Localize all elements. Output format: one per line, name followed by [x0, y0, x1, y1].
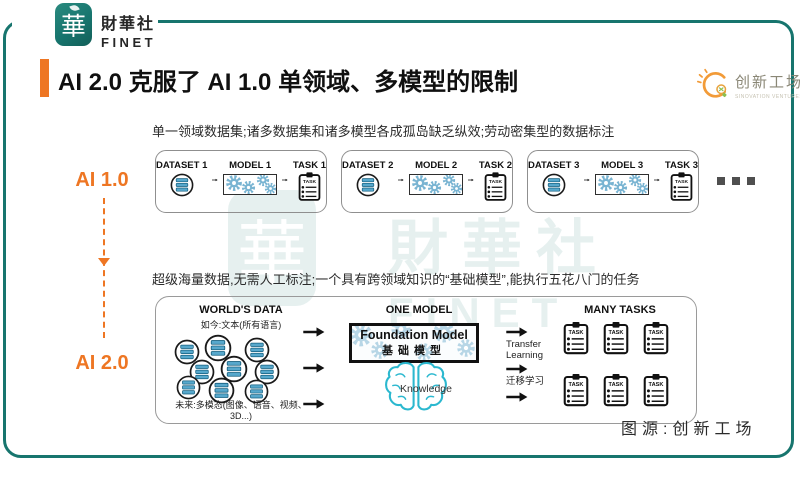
- brand-name-cn: 財華社: [101, 16, 156, 33]
- task-label: TASK 2: [478, 160, 512, 171]
- title-accent-bar: [40, 59, 49, 97]
- arrow-right-icon: [584, 176, 590, 184]
- worlds-data-title: WORLD'S DATA: [199, 304, 283, 316]
- model-label: MODEL 1: [229, 160, 272, 171]
- arrow-right-icon: [506, 364, 528, 374]
- ai20-label: AI 2.0: [75, 352, 129, 374]
- task-clipboard-icon: [563, 321, 589, 355]
- foundation-model-box: Foundation Model 基础模型: [349, 323, 479, 363]
- ai20-diagram-box: WORLD'S DATA 如今:文本(所有语言) 未来:多模态(图像、语音、视频…: [155, 296, 697, 424]
- dataset-label: DATASET 3: [528, 160, 580, 171]
- task-label: TASK 3: [664, 160, 698, 171]
- arrow-right-icon: [303, 399, 325, 409]
- task-label: TASK 1: [292, 160, 326, 171]
- task-clipboard-icon: [484, 172, 507, 201]
- worlds-data-now-text: 如今:文本(所有语言): [200, 320, 282, 330]
- database-icon: [542, 173, 566, 197]
- page-title: AI 2.0 克服了 AI 1.0 单领域、多模型的限制: [58, 69, 519, 96]
- partner-name-en: SINOVATION VENTURES: [735, 93, 800, 100]
- task-clipboard-icon: [643, 373, 669, 407]
- pipeline-box-3: DATASET 3 MODEL 3 TASK 3: [527, 150, 699, 213]
- dataset-label: DATASET 2: [342, 160, 394, 171]
- arrow-right-icon: [654, 176, 660, 184]
- many-tasks-title: MANY TASKS: [584, 304, 656, 316]
- arrow-right-icon: [506, 327, 528, 337]
- arrow-right-icon: [506, 392, 528, 402]
- gears-model-icon: [595, 174, 650, 195]
- model-label: MODEL 2: [415, 160, 458, 171]
- dashed-arrowhead-icon: [98, 258, 110, 266]
- transfer-label-line1: Transfer: [506, 339, 542, 350]
- sinovation-logo: 创新工场 SINOVATION VENTURES: [697, 66, 800, 104]
- gears-model-icon: [409, 174, 464, 195]
- image-source-credit: 图源:创新工场: [621, 421, 757, 438]
- knowledge-brain-icon: [385, 361, 447, 411]
- task-clipboard-icon: [670, 172, 693, 201]
- ai10-to-ai20-dashed-arrow: [103, 198, 105, 338]
- transfer-label-cn: 迁移学习: [506, 375, 545, 387]
- arrow-right-icon: [303, 363, 325, 373]
- brand-name-en: FINET: [101, 35, 157, 50]
- database-icon: [356, 173, 380, 197]
- task-clipboard-icon: [643, 321, 669, 355]
- foundation-model-label-en: Foundation Model: [360, 328, 468, 342]
- finet-logo: 華 財華社 FINET: [55, 3, 156, 50]
- ai10-description: 单一领域数据集;诸多数据集和诸多模型各成孤岛缺乏纵效;劳动密集型的数据标注: [152, 124, 615, 139]
- many-tasks-grid: [563, 321, 669, 411]
- arrow-right-icon: [282, 176, 288, 184]
- worlds-data-future-text: 未来:多模态(图像、语音、视频、3D...): [175, 400, 307, 421]
- data-bubble-icon: [176, 375, 201, 400]
- one-model-title: ONE MODEL: [385, 304, 453, 316]
- transfer-label-line2: Learning: [506, 350, 543, 362]
- dataset-label: DATASET 1: [156, 160, 208, 171]
- task-clipboard-icon: [603, 321, 629, 355]
- more-pipelines-ellipsis-icon: [717, 177, 755, 185]
- arrow-right-icon: [303, 327, 325, 337]
- arrow-right-icon: [468, 176, 474, 184]
- arrow-right-icon: [398, 176, 404, 184]
- transfer-learning-block: Transfer Learning 迁移学习: [506, 325, 556, 404]
- ai20-description: 超级海量数据,无需人工标注;一个具有跨领域知识的“基础模型”,能执行五花八门的任…: [152, 272, 640, 287]
- sinovation-bulb-icon: [697, 68, 727, 98]
- model-label: MODEL 3: [601, 160, 644, 171]
- pipeline-box-1: DATASET 1 MODEL 1 TASK 1: [155, 150, 327, 213]
- task-clipboard-icon: [603, 373, 629, 407]
- foundation-model-label-cn: 基础模型: [382, 345, 446, 357]
- pipeline-box-2: DATASET 2 MODEL 2 TASK 2: [341, 150, 513, 213]
- partner-name-cn: 创新工场: [735, 73, 800, 91]
- slide-border-frame: [3, 20, 794, 458]
- knowledge-label: Knowledge: [400, 383, 452, 395]
- task-clipboard-icon: [298, 172, 321, 201]
- arrow-right-icon: [212, 176, 218, 184]
- gears-model-icon: [223, 174, 278, 195]
- finet-logo-icon: 華: [55, 3, 92, 46]
- ai10-label: AI 1.0: [75, 169, 129, 191]
- task-clipboard-icon: [563, 373, 589, 407]
- database-icon: [170, 173, 194, 197]
